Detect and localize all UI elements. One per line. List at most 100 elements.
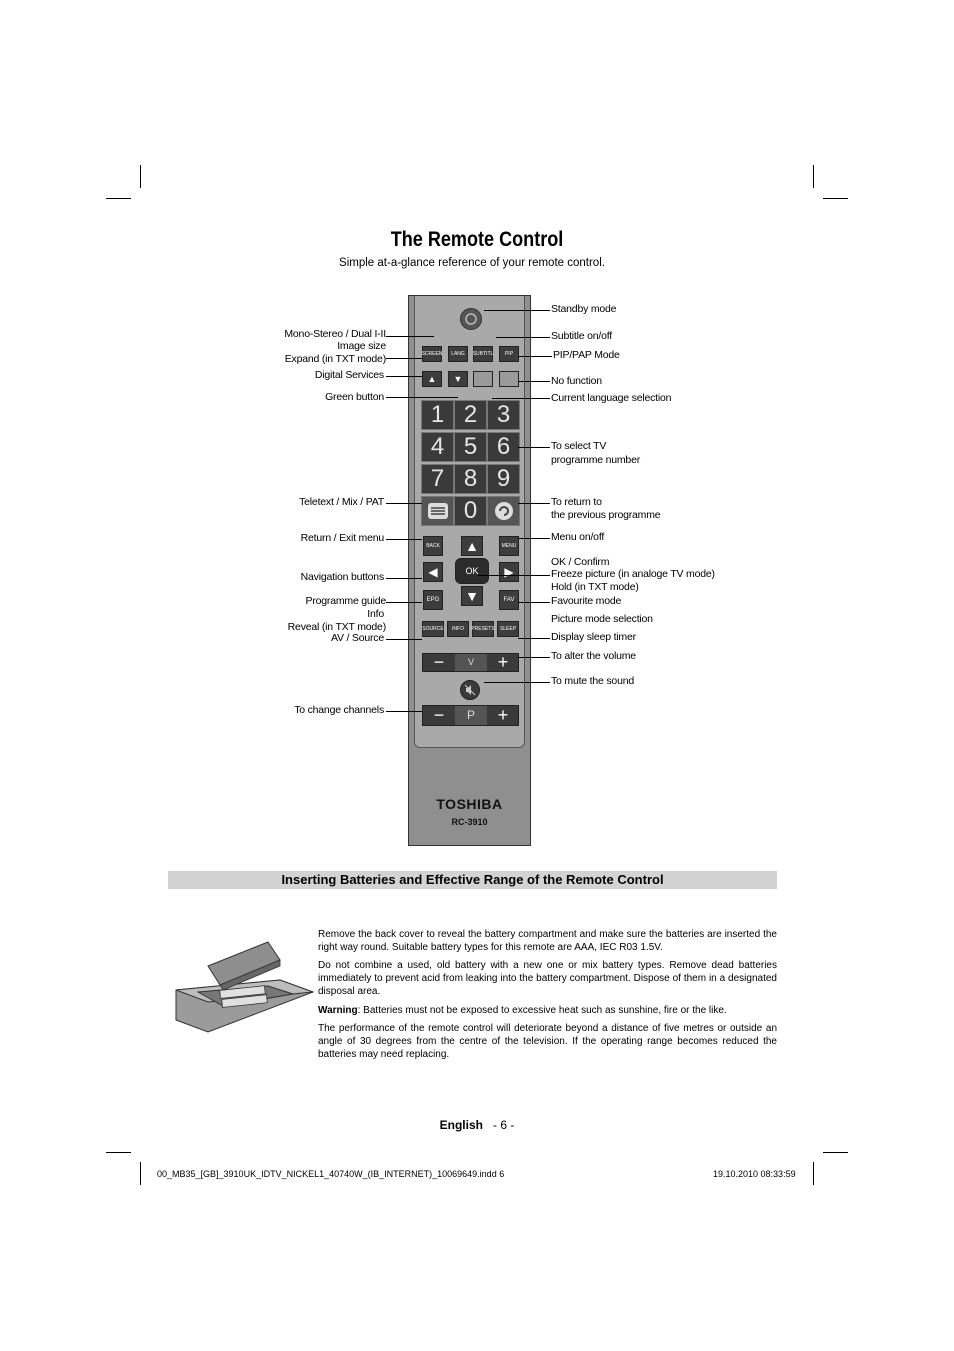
label-freeze: Freeze picture (in analoge TV mode): [551, 568, 715, 580]
volume-rocker: − V +: [422, 653, 519, 672]
mute-button[interactable]: [460, 680, 480, 700]
up-arrow-button[interactable]: ▲: [461, 536, 483, 556]
digit-7-button[interactable]: 7: [421, 464, 454, 494]
page-title: The Remote Control: [390, 228, 564, 251]
digit-2-button[interactable]: 2: [454, 400, 487, 430]
paragraph-warning: Warning: Batteries must not be exposed t…: [318, 1004, 777, 1017]
label-green-button: Green button: [325, 391, 384, 403]
fav-button[interactable]: FAV: [499, 590, 519, 610]
label-mono-stereo: Mono-Stereo / Dual I-II: [284, 328, 386, 340]
label-favourite: Favourite mode: [551, 595, 622, 607]
label-current-language: Current language selection: [551, 392, 672, 404]
label-mute: To mute the sound: [551, 675, 634, 687]
source-button[interactable]: SOURCE: [422, 621, 444, 637]
leader-line: [386, 539, 422, 540]
label-previous-programme: the previous programme: [551, 509, 661, 521]
leader-line: [492, 398, 550, 399]
digit-4-button[interactable]: 4: [421, 432, 454, 462]
left-arrow-button[interactable]: ◀: [423, 562, 443, 582]
paragraph-batteries: Remove the back cover to reveal the batt…: [318, 929, 777, 953]
label-teletext: Teletext / Mix / PAT: [299, 496, 384, 508]
green-button[interactable]: ▼: [448, 371, 468, 387]
label-no-function: No function: [551, 375, 602, 387]
label-select-tv: To select TV: [551, 440, 607, 452]
remote-model: RC-3910: [451, 817, 488, 827]
digit-8-button[interactable]: 8: [454, 464, 487, 494]
label-hold: Hold (in TXT mode): [551, 581, 639, 593]
standby-icon: [460, 308, 482, 330]
label-pip-pap: PIP/PAP Mode: [553, 349, 620, 361]
footer-page: English - 6 -: [0, 1118, 954, 1132]
crop-mark: [106, 198, 131, 199]
nav-pad: ▲ OK ▼: [441, 536, 501, 606]
paragraph-mix: Do not combine a used, old battery with …: [318, 960, 777, 997]
programme-down-button[interactable]: −: [433, 705, 445, 725]
back-button[interactable]: BACK: [423, 536, 443, 556]
section-heading: Inserting Batteries and Effective Range …: [168, 871, 777, 889]
digit-3-button[interactable]: 3: [487, 400, 520, 430]
swap-button[interactable]: [487, 496, 520, 526]
programme-label: P: [455, 706, 487, 725]
presets-button[interactable]: PRESETS: [471, 621, 495, 637]
footer-date: 19.10.2010 08:33:59: [713, 1169, 796, 1179]
page-subtitle: Simple at-a-glance reference of your rem…: [339, 257, 605, 269]
leader-line: [518, 503, 550, 504]
digit-0-button[interactable]: 0: [454, 496, 487, 526]
crop-mark: [140, 1162, 141, 1185]
menu-button[interactable]: MENU: [499, 536, 519, 556]
label-info: Info: [367, 608, 384, 620]
sleep-button[interactable]: SLEEP: [497, 621, 519, 637]
paragraph-range: The performance of the remote control wi…: [318, 1023, 777, 1060]
info-button[interactable]: INFO: [447, 621, 469, 637]
remote-brand: TOSHIBA: [436, 796, 503, 812]
screen-button[interactable]: SCREEN: [422, 346, 442, 362]
warning-label: Warning: [318, 1005, 358, 1016]
programme-up-button[interactable]: +: [497, 705, 509, 725]
programme-rocker: − P +: [422, 705, 519, 726]
volume-up-button[interactable]: +: [497, 652, 509, 672]
warning-text: : Batteries must not be exposed to exces…: [357, 1005, 727, 1016]
label-image-size: Image size: [337, 340, 386, 352]
leader-line: [518, 602, 550, 603]
label-sleep-timer: Display sleep timer: [551, 631, 636, 643]
digit-6-button[interactable]: 6: [487, 432, 520, 462]
leader-line: [386, 578, 422, 579]
label-standby: Standby mode: [551, 303, 617, 315]
label-picture-mode: Picture mode selection: [551, 613, 653, 625]
red-button[interactable]: ▲: [422, 371, 442, 387]
volume-label: V: [455, 654, 487, 671]
subtitl-button[interactable]: SUBTITL: [473, 346, 493, 362]
crop-mark: [140, 165, 141, 188]
leader-line: [496, 337, 550, 338]
leader-line: [386, 358, 422, 359]
battery-illustration: [168, 940, 318, 1035]
leader-line: [386, 336, 434, 337]
leader-line: [386, 376, 422, 377]
ok-button[interactable]: OK: [455, 558, 489, 584]
down-arrow-button[interactable]: ▼: [461, 586, 483, 606]
pip-button[interactable]: PIP: [499, 346, 519, 362]
footer-language: English: [439, 1118, 483, 1132]
digit-1-button[interactable]: 1: [421, 400, 454, 430]
label-expand: Expand (in TXT mode): [284, 353, 386, 365]
lang-button[interactable]: LANG: [448, 346, 468, 362]
leader-line: [386, 711, 422, 712]
leader-line: [386, 503, 422, 504]
right-arrow-button[interactable]: ▶: [499, 562, 519, 582]
volume-down-button[interactable]: −: [433, 652, 445, 672]
leader-line: [484, 310, 550, 311]
yellow-button[interactable]: [473, 371, 493, 387]
leader-line: [518, 638, 550, 639]
teletext-button[interactable]: [421, 496, 454, 526]
leader-line: [386, 639, 422, 640]
crop-mark: [813, 165, 814, 188]
digit-5-button[interactable]: 5: [454, 432, 487, 462]
label-programme-guide: Programme guide: [305, 595, 387, 607]
label-return-to: To return to: [551, 496, 602, 508]
label-menu: Menu on/off: [551, 531, 605, 543]
epg-button[interactable]: EPG: [423, 590, 443, 610]
leader-line: [386, 397, 458, 398]
digit-9-button[interactable]: 9: [487, 464, 520, 494]
blue-button[interactable]: [499, 371, 519, 387]
crop-mark: [823, 1152, 848, 1153]
